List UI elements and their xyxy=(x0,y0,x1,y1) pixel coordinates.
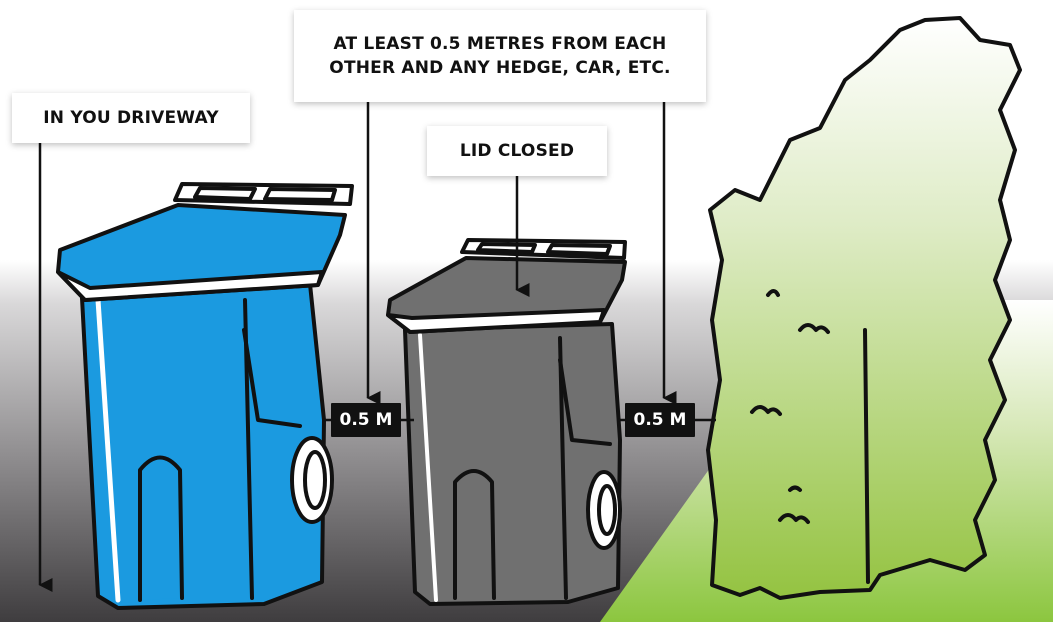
callout-spacing-text: AT LEAST 0.5 METRES FROM EACH OTHER AND … xyxy=(329,32,670,80)
distance-label-bins-text: 0.5 M xyxy=(339,410,393,430)
callout-lid-text: LID CLOSED xyxy=(459,141,575,161)
blue-recycling-bin xyxy=(56,182,354,610)
callout-spacing: AT LEAST 0.5 METRES FROM EACH OTHER AND … xyxy=(294,10,706,102)
distance-label-hedge: 0.5 M xyxy=(625,403,695,437)
hedge xyxy=(706,16,1022,600)
callout-driveway: IN YOU DRIVEWAY xyxy=(12,93,250,143)
distance-label-bins: 0.5 M xyxy=(331,403,401,437)
callout-spacing-line-2: OTHER AND ANY HEDGE, CAR, ETC. xyxy=(329,58,671,78)
distance-label-hedge-text: 0.5 M xyxy=(633,410,687,430)
callout-driveway-text: IN YOU DRIVEWAY xyxy=(43,108,219,128)
callout-lid: LID CLOSED xyxy=(427,126,607,176)
grey-garbage-bin xyxy=(386,238,627,606)
callout-spacing-line-1: AT LEAST 0.5 METRES FROM EACH xyxy=(333,34,667,54)
